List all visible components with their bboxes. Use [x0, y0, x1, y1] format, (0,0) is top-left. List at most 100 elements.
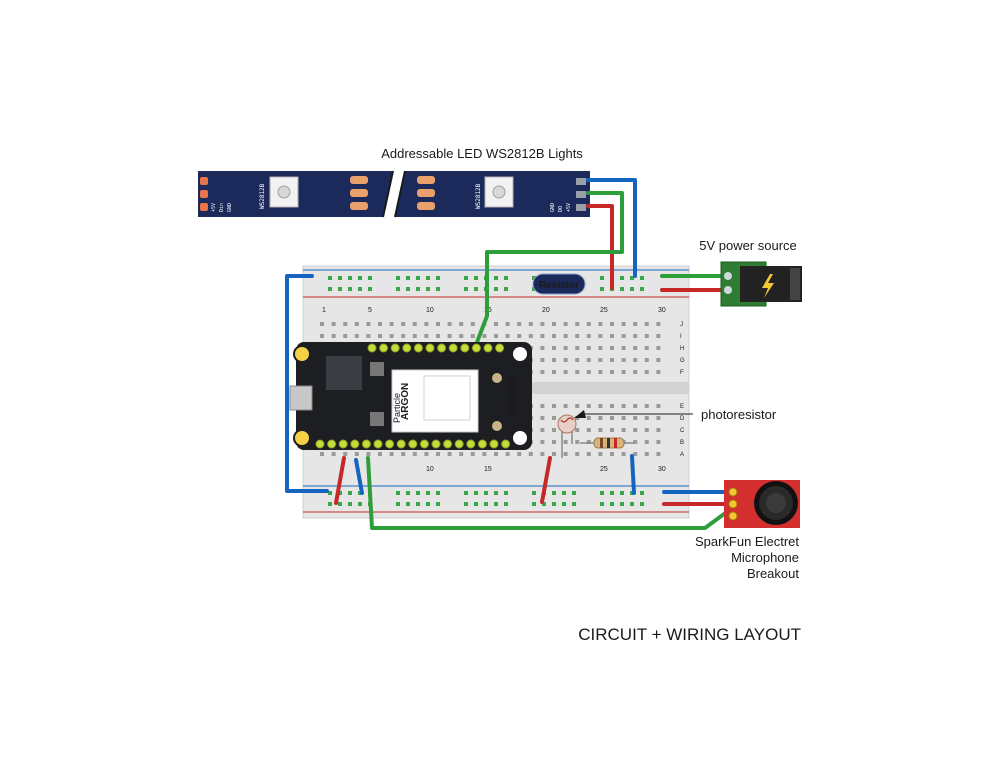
wire-board-ground — [354, 458, 364, 495]
header-pin — [495, 343, 505, 353]
strip-pad — [417, 189, 435, 197]
row-letter: C — [680, 428, 685, 434]
breadboard-hole — [416, 502, 420, 506]
breadboard-hole — [621, 404, 626, 408]
breadboard-hole — [586, 346, 591, 350]
col-number: 30 — [658, 307, 666, 314]
breadboard-hole — [358, 276, 362, 280]
breadboard-hole — [620, 287, 624, 291]
pad-label: +5V — [566, 203, 572, 212]
argon-board: Particle ARGON ARGON — [289, 342, 532, 450]
breadboard-hole — [540, 358, 545, 362]
breadboard-hole — [436, 334, 440, 338]
strip-cut — [383, 171, 405, 217]
row-letter: A — [680, 452, 684, 458]
breadboard-hole — [389, 452, 394, 456]
power-pin — [724, 286, 732, 294]
breadboard-hole — [572, 491, 576, 495]
lightning-icon — [762, 274, 774, 298]
breadboard-hole — [621, 370, 626, 374]
board-name-label: ARGON — [507, 377, 519, 418]
header-pin — [327, 439, 337, 449]
breadboard-hole — [610, 346, 614, 350]
strip-pad — [200, 190, 208, 198]
header-pin — [396, 439, 406, 449]
header-pins — [315, 343, 511, 449]
breadboard-hole — [484, 502, 488, 506]
breadboard-hole — [640, 287, 644, 291]
breadboard-hole — [343, 334, 348, 338]
header-pin — [431, 439, 441, 449]
header-pin — [390, 343, 400, 353]
breadboard-hole — [586, 452, 591, 456]
breadboard-hole — [389, 322, 394, 326]
breadboard-hole — [552, 370, 556, 374]
breadboard-hole — [633, 428, 638, 432]
strip-pad — [576, 191, 586, 198]
breadboard-hole — [552, 322, 556, 326]
breadboard-hole — [598, 358, 603, 362]
breadboard-hole — [338, 276, 342, 280]
breadboard-hole — [464, 491, 468, 495]
breadboard-hole — [517, 322, 522, 326]
breadboard-hole — [610, 334, 614, 338]
breadboard-hole — [504, 276, 508, 280]
breadboard-hole — [366, 322, 371, 326]
breadboard-hole — [586, 440, 591, 444]
breadboard-hole — [552, 416, 556, 420]
breadboard-hole — [610, 416, 614, 420]
breadboard-hole — [572, 502, 576, 506]
breadboard-hole — [633, 334, 638, 338]
breadboard-hole — [563, 370, 568, 374]
breadboard-hole — [406, 491, 410, 495]
breadboard-hole — [412, 334, 417, 338]
breadboard-hole — [586, 404, 591, 408]
breadboard-hole — [562, 491, 566, 495]
diagram-title: CIRCUIT + WIRING LAYOUT — [578, 625, 801, 644]
breadboard-hole — [656, 440, 661, 444]
mic-pin — [728, 499, 738, 509]
col-number: 1 — [322, 307, 326, 314]
breadboard-hole — [331, 452, 336, 456]
breadboard-hole — [470, 322, 475, 326]
breadboard-hole — [575, 404, 580, 408]
header-pin — [443, 439, 453, 449]
breadboard-hole — [656, 358, 661, 362]
breadboard-hole — [630, 502, 634, 506]
breadboard-hole — [424, 334, 429, 338]
breadboard-hole — [396, 502, 400, 506]
breadboard-hole — [436, 491, 440, 495]
breadboard-hole — [575, 370, 580, 374]
breadboard-hole — [620, 502, 624, 506]
breadboard-hole — [621, 322, 626, 326]
breadboard-hole — [621, 346, 626, 350]
breadboard-hole — [610, 428, 614, 432]
header-pin — [466, 439, 476, 449]
breadboard-hole — [447, 322, 452, 326]
breadboard-hole — [482, 334, 487, 338]
microphone-breakout — [724, 480, 800, 528]
mic-label-line1: SparkFun Electret — [695, 534, 799, 549]
breadboard-hole — [610, 452, 614, 456]
breadboard-hole — [656, 322, 661, 326]
breadboard-hole — [416, 276, 420, 280]
pad-label: Din — [219, 203, 225, 212]
breadboard-hole — [343, 322, 348, 326]
breadboard-hole — [540, 416, 545, 420]
breadboard-hole — [563, 334, 568, 338]
photoresistor-assembly — [557, 414, 634, 458]
breadboard-hole — [621, 334, 626, 338]
row-letter: I — [680, 334, 682, 340]
breadboard-hole — [644, 370, 649, 374]
breadboard-hole — [358, 287, 362, 291]
chip — [326, 356, 362, 390]
header-pin — [373, 439, 383, 449]
row-letters: J I H G F E D C B A — [680, 322, 685, 458]
wire-led-power — [586, 204, 614, 290]
breadboard-hole — [540, 346, 545, 350]
photoresistor — [557, 414, 577, 434]
header-pin — [448, 343, 458, 353]
breadboard-hole — [540, 440, 545, 444]
breadboard-hole — [366, 334, 371, 338]
